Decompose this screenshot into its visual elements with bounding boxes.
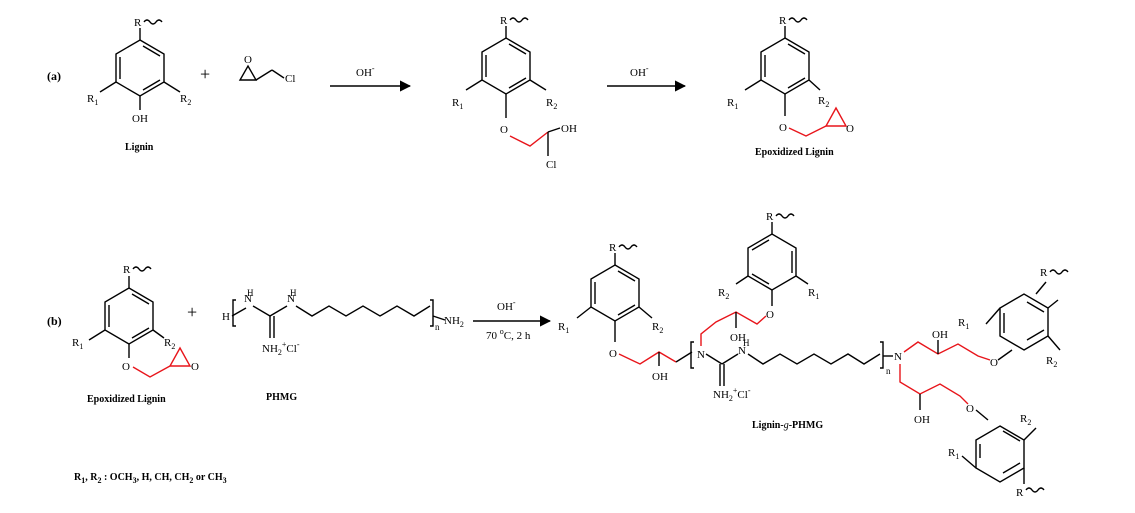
svg-text:R2: R2 [818,95,829,109]
product-label: Lignin-g-PHMG [752,420,823,431]
svg-text:R: R [500,15,508,27]
svg-text:R1: R1 [452,97,463,111]
svg-text:R2: R2 [652,321,663,335]
svg-text:R: R [609,242,617,254]
svg-text:O: O [244,54,252,66]
svg-text:O: O [500,124,508,136]
svg-text:70 oC, 2 h: 70 oC, 2 h [486,327,531,342]
svg-text:N: N [738,345,746,357]
svg-text:H: H [290,288,297,298]
svg-text:R: R [779,15,787,27]
epoxidized-lignin-a: R R1 R2 O O Epoxidized Lignin [727,15,854,158]
epichlorohydrin-structure: O Cl [238,54,295,85]
svg-text:R1: R1 [727,97,738,111]
svg-text:O: O [191,361,199,373]
svg-text:Cl: Cl [546,159,556,171]
svg-text:R1: R1 [958,317,969,331]
r-group: R [134,17,142,29]
svg-text:OH: OH [914,414,930,426]
svg-text:N: N [697,349,705,361]
svg-text:R2: R2 [1020,413,1031,427]
lignin-label: Lignin [125,142,154,153]
phmg-structure: H N H NH2+Cl- N H n NH2 PHMG [222,288,464,403]
svg-text:R1: R1 [87,93,98,107]
svg-text:R1: R1 [72,337,83,351]
svg-text:O: O [609,348,617,360]
panel-a-label: (a) [47,69,61,83]
svg-text:H: H [743,338,750,348]
svg-text:OH-: OH- [630,64,649,79]
svg-text:N: N [894,351,902,363]
svg-text:N: N [244,293,252,305]
svg-text:Cl: Cl [285,73,295,85]
svg-text:N: N [287,293,295,305]
svg-text:OH: OH [132,113,148,125]
lignin-g-phmg-structure: R R1 R2 O OH N NH2+Cl- N H n N OH O [558,211,1069,499]
svg-text:O: O [846,123,854,135]
svg-text:R2: R2 [164,337,175,351]
svg-text:O: O [766,309,774,321]
epoxidized-lignin-label-a: Epoxidized Lignin [755,147,834,158]
plus-sign: + [200,64,210,84]
svg-text:R2: R2 [546,97,557,111]
svg-text:OH-: OH- [497,298,516,313]
svg-text:O: O [122,361,130,373]
svg-text:NH2+Cl-: NH2+Cl- [713,386,751,403]
svg-text:NH2: NH2 [444,315,464,329]
svg-text:R1: R1 [558,321,569,335]
svg-text:R2: R2 [718,287,729,301]
lignin-structure: R R1 R2 OH Lignin [87,17,191,153]
svg-text:H: H [247,288,254,298]
panel-b-label: (b) [47,314,62,328]
svg-text:OH-: OH- [356,64,375,79]
svg-text:n: n [886,366,891,376]
svg-text:R1: R1 [808,287,819,301]
svg-text:NH2+Cl-: NH2+Cl- [262,340,300,357]
epoxidized-lignin-b: R R1 R2 O O Epoxidized Lignin [72,264,199,405]
svg-text:R: R [1016,487,1024,499]
svg-text:OH: OH [932,329,948,341]
svg-text:O: O [990,357,998,369]
svg-text:O: O [966,403,974,415]
phmg-label: PHMG [266,392,297,403]
plus-sign-b: + [187,302,197,322]
svg-text:OH: OH [561,123,577,135]
svg-text:OH: OH [652,371,668,383]
svg-text:R: R [1040,267,1048,279]
svg-text:R: R [123,264,131,276]
epoxidized-lignin-label-b: Epoxidized Lignin [87,394,166,405]
chlorohydrin-intermediate: R R1 R2 O OH Cl [452,15,577,171]
svg-text:R: R [766,211,774,223]
svg-text:R1: R1 [948,447,959,461]
r-group-footnote: R1, R2 : OCH3, H, CH, CH2 or CH3 [74,472,227,485]
svg-text:O: O [779,122,787,134]
svg-text:H: H [222,311,230,323]
svg-text:R2: R2 [180,93,191,107]
svg-text:OH: OH [730,332,746,344]
svg-text:R2: R2 [1046,355,1057,369]
svg-text:n: n [435,322,440,332]
